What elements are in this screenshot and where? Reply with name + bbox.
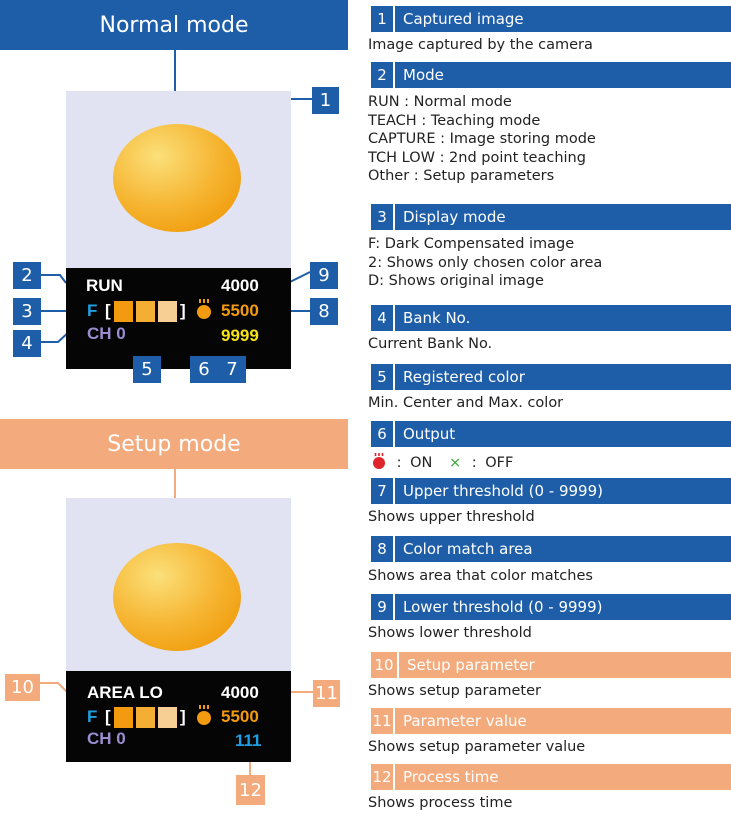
callout-5: 5 (133, 356, 161, 383)
output-off-label: OFF (485, 455, 514, 471)
color-match-area-value: 5500 (221, 707, 259, 726)
output-on-icon (373, 453, 385, 469)
bracket-close: ] (180, 707, 186, 726)
setup-display: AREA LO 4000 F [ ] 5500 CH 0 111 (66, 671, 291, 762)
callout-11: 11 (313, 680, 340, 707)
callout-8: 8 (310, 298, 338, 325)
parameter-value: 4000 (221, 683, 259, 702)
legend-title: Setup parameter (407, 656, 535, 674)
target-ellipse (113, 124, 241, 232)
registered-color-max (158, 301, 177, 322)
callout-3: 3 (13, 298, 41, 325)
legend-desc-5: Min. Center and Max. color (368, 395, 564, 411)
legend-title: Captured image (403, 10, 524, 28)
setup-parameter-text: AREA LO (87, 683, 163, 702)
registered-color-min (114, 301, 133, 322)
display-mode-text: F (87, 707, 98, 726)
target-ellipse-setup (113, 543, 241, 651)
bracket-open: [ (105, 707, 111, 726)
legend-desc-1: Image captured by the camera (368, 37, 593, 53)
legend-desc-11: Shows setup parameter value (368, 739, 586, 755)
legend-title: Mode (403, 66, 444, 84)
legend-title: Display mode (403, 208, 506, 226)
legend-title: Process time (403, 768, 499, 786)
legend-title: Upper threshold (0 - 9999) (403, 482, 603, 500)
legend-desc-12: Shows process time (368, 795, 513, 811)
output-on-icon (197, 299, 211, 319)
callout-9: 9 (310, 262, 338, 289)
registered-color-center (136, 707, 155, 728)
callout-7: 7 (218, 356, 246, 383)
legend-desc-8: Shows area that color matches (368, 568, 593, 584)
bank-number: CH 0 (87, 729, 126, 748)
callout-6: 6 (190, 356, 218, 383)
normal-mode-banner: Normal mode (0, 0, 348, 50)
output-off-icon: × (448, 455, 462, 471)
color-match-area-value: 5500 (221, 301, 259, 320)
registered-color-center (136, 301, 155, 322)
output-legend: : ON × : OFF (372, 452, 513, 473)
registered-color-max (158, 707, 177, 728)
callout-4: 4 (13, 330, 41, 357)
legend-desc-10: Shows setup parameter (368, 683, 542, 699)
display-mode-text: F (87, 301, 98, 320)
callout-12: 12 (236, 775, 265, 805)
legend-desc-9: Shows lower threshold (368, 625, 532, 641)
callout-2: 2 (13, 262, 41, 289)
legend-title: Lower threshold (0 - 9999) (403, 598, 603, 616)
lower-threshold-value: 4000 (221, 276, 259, 295)
legend-title: Output (403, 425, 456, 443)
normal-mode-title: Normal mode (99, 12, 249, 38)
callout-10: 10 (5, 674, 40, 701)
output-on-icon (197, 705, 211, 725)
bracket-open: [ (105, 301, 111, 320)
legend-title: Parameter value (403, 712, 527, 730)
legend-desc-4: Current Bank No. (368, 336, 493, 352)
status-display: RUN 4000 F [ ] 5500 CH 0 9999 (66, 268, 291, 369)
process-time-value: 111 (235, 731, 262, 750)
setup-mode-banner: Setup mode (0, 419, 348, 469)
setup-mode-title: Setup mode (107, 431, 241, 457)
bracket-close: ] (180, 301, 186, 320)
callout-1: 1 (312, 87, 339, 114)
legend-title: Color match area (403, 540, 533, 558)
legend-desc-7: Shows upper threshold (368, 509, 535, 525)
mode-text: RUN (86, 276, 123, 295)
registered-color-min (114, 707, 133, 728)
legend-title: Bank No. (403, 309, 471, 327)
bank-number: CH 0 (87, 324, 126, 343)
legend-title: Registered color (403, 368, 525, 386)
output-on-label: ON (410, 455, 433, 471)
upper-threshold-value: 9999 (221, 326, 259, 345)
